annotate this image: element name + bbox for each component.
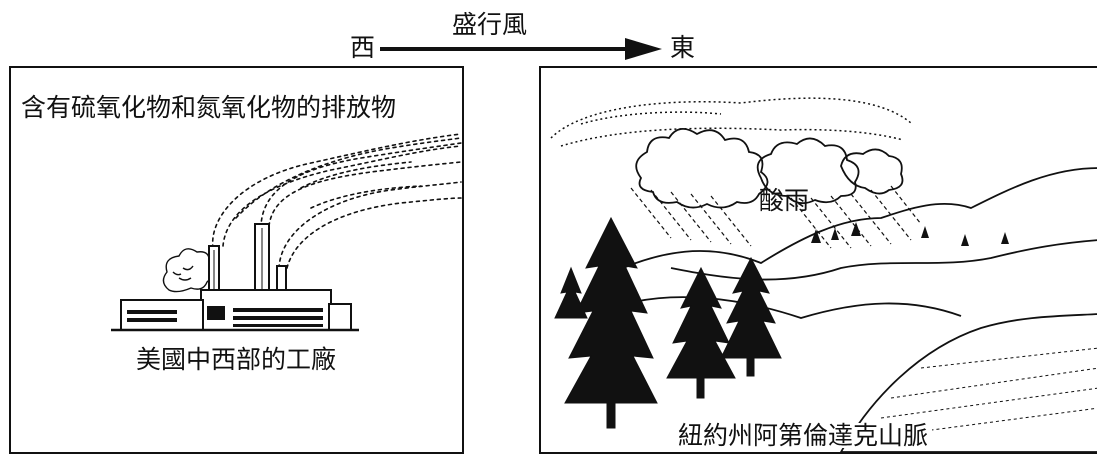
wind-arrow <box>380 38 662 60</box>
adirondack-illustration <box>550 97 1097 452</box>
west-label: 西 <box>350 33 376 62</box>
mountains-caption: 紐約州阿第倫達克山脈 <box>674 423 933 448</box>
mountain-panel: 酸雨 紐約州阿第倫達克山脈 <box>539 66 1097 454</box>
acid-rain-label: 酸雨 <box>759 186 810 215</box>
prevailing-wind-label: 盛行風 <box>452 10 528 39</box>
factory-illustration <box>111 133 462 332</box>
factory-caption: 美國中西部的工廠 <box>136 345 337 374</box>
factory-panel: 含有硫氧化物和氮氧化物的排放物 <box>9 66 464 454</box>
emissions-caption: 含有硫氧化物和氮氧化物的排放物 <box>21 93 397 122</box>
east-label: 東 <box>670 33 696 62</box>
